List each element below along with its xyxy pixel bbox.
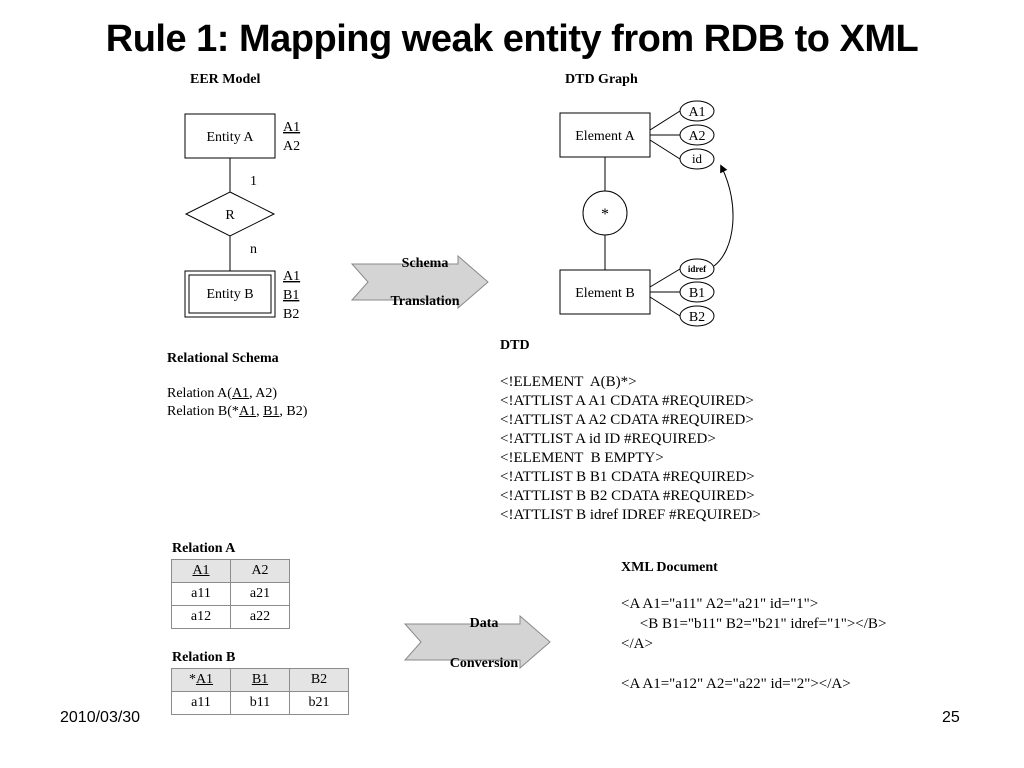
attr-b1-ellipse [679, 281, 715, 303]
entity-a-attr-a2: A2 [283, 139, 300, 154]
xml-line: </A> [621, 636, 653, 652]
attr-a1-label: A1 [688, 105, 705, 120]
column-header: *A1 [171, 668, 231, 692]
relation-a-table: A1 A2 a11 a21 a12 a22 [171, 559, 290, 629]
column-header: A1 [171, 559, 231, 583]
xml-line: <B B1="b11" B2="b21" idref="1"></B> [621, 616, 887, 632]
connector-a-id [649, 139, 681, 160]
dtd-line: <!ELEMENT A(B)*> [500, 374, 637, 390]
element-a-label: Element A [575, 129, 635, 144]
column-header: A2 [230, 559, 290, 583]
xml-document-heading: XML Document [621, 560, 718, 575]
xml-document: XML Document <A A1="a11" A2="a21" id="1"… [621, 560, 886, 695]
column-header: B1 [230, 668, 290, 692]
relation-a-caption: Relation A [172, 541, 236, 556]
schema-translation-arrow [350, 254, 489, 310]
element-a-box [559, 112, 651, 158]
attr-a2-ellipse [679, 124, 715, 146]
relational-schema-heading: Relational Schema [167, 351, 279, 366]
connector-a-a1 [649, 110, 681, 131]
entity-b-attr-b2: B2 [283, 307, 299, 322]
dtd-block: DTD <!ELEMENT A(B)*> <!ATTLIST A A1 CDAT… [500, 338, 761, 525]
table-row: a11 a21 [171, 582, 290, 606]
element-b-label: Element B [575, 286, 635, 301]
xml-line: <A A1="a11" A2="a21" id="1"> [621, 596, 819, 612]
schema-arrow-top-label: Schema [402, 256, 449, 271]
dtd-line: <!ELEMENT B EMPTY> [500, 450, 664, 466]
dtd-line: <!ATTLIST A A2 CDATA #REQUIRED> [500, 412, 754, 428]
dtd-line: <!ATTLIST B idref IDREF #REQUIRED> [500, 507, 761, 523]
dtd-line: <!ATTLIST B B2 CDATA #REQUIRED> [500, 488, 755, 504]
cardinality-one: 1 [250, 174, 257, 189]
relationship-label: R [225, 208, 235, 223]
dtd-line: <!ATTLIST A A1 CDATA #REQUIRED> [500, 393, 754, 409]
entity-b-label: Entity B [206, 287, 253, 302]
attr-b1-label: B1 [689, 286, 705, 301]
idref-reference-arrow [713, 164, 734, 267]
table-row: a11 b11 b21 [171, 691, 349, 715]
attr-b2-label: B2 [689, 310, 705, 325]
attr-id-ellipse [679, 148, 715, 170]
relation-a-schema: Relation A(A1, A2) [167, 386, 278, 401]
connector-b-b2 [649, 296, 681, 317]
attr-a2-label: A2 [688, 129, 705, 144]
page-number: 25 [942, 709, 960, 726]
attr-a1-ellipse [679, 100, 715, 122]
xml-line: <A A1="a12" A2="a22" id="2"></A> [621, 676, 851, 692]
entity-b-attr-b1: B1 [283, 288, 299, 303]
dtd-graph-heading: DTD Graph [565, 72, 638, 87]
entity-b-attr-a1: A1 [283, 269, 300, 284]
table-cell: a12 [171, 605, 231, 629]
schema-arrow-bottom-label: Translation [391, 294, 460, 309]
column-header: B2 [289, 668, 349, 692]
star-label: * [601, 206, 609, 223]
entity-a-label: Entity A [206, 130, 254, 145]
entity-a-attr-a1: A1 [283, 120, 300, 135]
dtd-line: <!ATTLIST B B1 CDATA #REQUIRED> [500, 469, 755, 485]
eer-model-heading: EER Model [190, 72, 261, 87]
data-arrow-bottom-label: Conversion [450, 656, 519, 671]
slide-title: Rule 1: Mapping weak entity from RDB to … [105, 18, 919, 60]
dtd-heading: DTD [500, 338, 530, 353]
attr-id-label: id [692, 151, 703, 166]
table-cell: b21 [289, 691, 349, 715]
table-cell: a21 [230, 582, 290, 606]
connector-b-idref [649, 268, 681, 288]
entity-a-box [184, 113, 276, 159]
relational-schema: Relational Schema Relation A(A1, A2) Rel… [167, 351, 307, 420]
table-cell: a22 [230, 605, 290, 629]
dtd-line: <!ATTLIST A id ID #REQUIRED> [500, 431, 716, 447]
table-cell: a11 [171, 582, 231, 606]
relation-b-caption: Relation B [172, 650, 236, 665]
attr-idref-ellipse [679, 258, 715, 280]
table-header-row: *A1 B1 B2 [171, 668, 349, 692]
table-cell: a11 [171, 691, 231, 715]
entity-b-box-inner [188, 274, 272, 314]
footer-date: 2010/03/30 [60, 709, 141, 726]
table-row: a12 a22 [171, 605, 290, 629]
cardinality-many: n [250, 242, 257, 257]
table-header-row: A1 A2 [171, 559, 290, 583]
entity-b-box-outer [184, 270, 276, 318]
relation-b-table: *A1 B1 B2 a11 b11 b21 [171, 668, 349, 715]
element-b-box [559, 269, 651, 315]
xml-line [621, 655, 886, 675]
attr-b2-ellipse [679, 305, 715, 327]
attr-idref-label: idref [688, 264, 707, 274]
data-arrow-top-label: Data [470, 616, 499, 631]
table-cell: b11 [230, 691, 290, 715]
relation-b-schema: Relation B(*A1, B1, B2) [167, 404, 308, 419]
data-conversion-arrow [403, 614, 551, 670]
